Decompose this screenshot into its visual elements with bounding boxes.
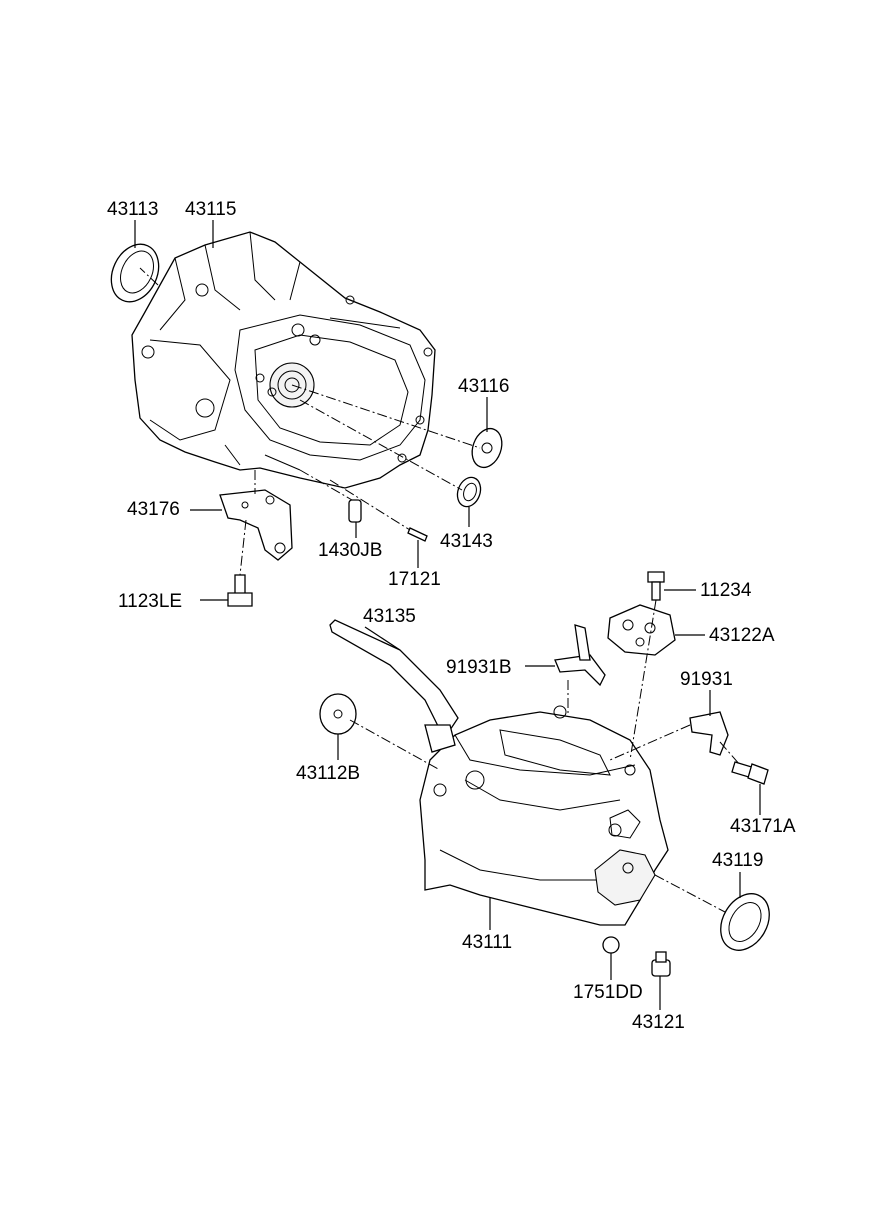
bolt-43171A[interactable]	[731, 761, 769, 785]
label-91931B[interactable]: 91931B	[446, 657, 512, 678]
label-43113[interactable]: 43113	[107, 199, 159, 220]
label-43135[interactable]: 43135	[363, 606, 416, 627]
label-43119[interactable]: 43119	[712, 850, 764, 871]
label-43121[interactable]: 43121	[632, 1012, 685, 1033]
cover-43122A[interactable]	[607, 604, 676, 656]
ring-1751DD[interactable]	[602, 936, 620, 954]
label-43176[interactable]: 43176	[127, 499, 180, 520]
label-43116[interactable]: 43116	[458, 376, 510, 397]
label-91931[interactable]: 91931	[680, 669, 733, 690]
assembly-lines	[139, 267, 741, 913]
plug-43121[interactable]	[651, 951, 671, 977]
bracket-91931[interactable]	[689, 711, 729, 756]
plate-43116[interactable]	[467, 424, 507, 471]
label-43112B[interactable]: 43112B	[296, 763, 361, 784]
label-11234[interactable]: 11234	[700, 580, 752, 601]
clutch-housing-43115[interactable]	[131, 231, 436, 489]
label-43143[interactable]: 43143	[440, 531, 493, 552]
pin-1430JB[interactable]	[348, 499, 362, 523]
bolt-1123LE[interactable]	[227, 574, 253, 607]
plate-43112B[interactable]	[319, 693, 357, 735]
bolt-11234[interactable]	[647, 571, 665, 601]
transaxle-case-43111[interactable]	[419, 705, 669, 926]
label-1430JB[interactable]: 1430JB	[318, 540, 383, 561]
leader-lines	[134, 220, 761, 1010]
label-17121[interactable]: 17121	[388, 569, 441, 590]
label-43115[interactable]: 43115	[185, 199, 237, 220]
pin-17121[interactable]	[407, 527, 428, 542]
bracket-91931B[interactable]	[554, 624, 606, 687]
oil-seal-43119[interactable]	[711, 885, 779, 959]
label-1751DD[interactable]: 1751DD	[573, 982, 643, 1003]
bracket-43176[interactable]	[219, 489, 293, 561]
label-1123LE[interactable]: 1123LE	[118, 591, 183, 612]
label-43171A[interactable]: 43171A	[730, 816, 796, 837]
shift-lever-43135[interactable]	[329, 619, 459, 753]
label-43111[interactable]: 43111	[462, 932, 513, 953]
oil-seal-43143[interactable]	[454, 474, 485, 510]
oil-seal-43113[interactable]	[102, 237, 167, 310]
label-43122A[interactable]: 43122A	[709, 625, 775, 646]
